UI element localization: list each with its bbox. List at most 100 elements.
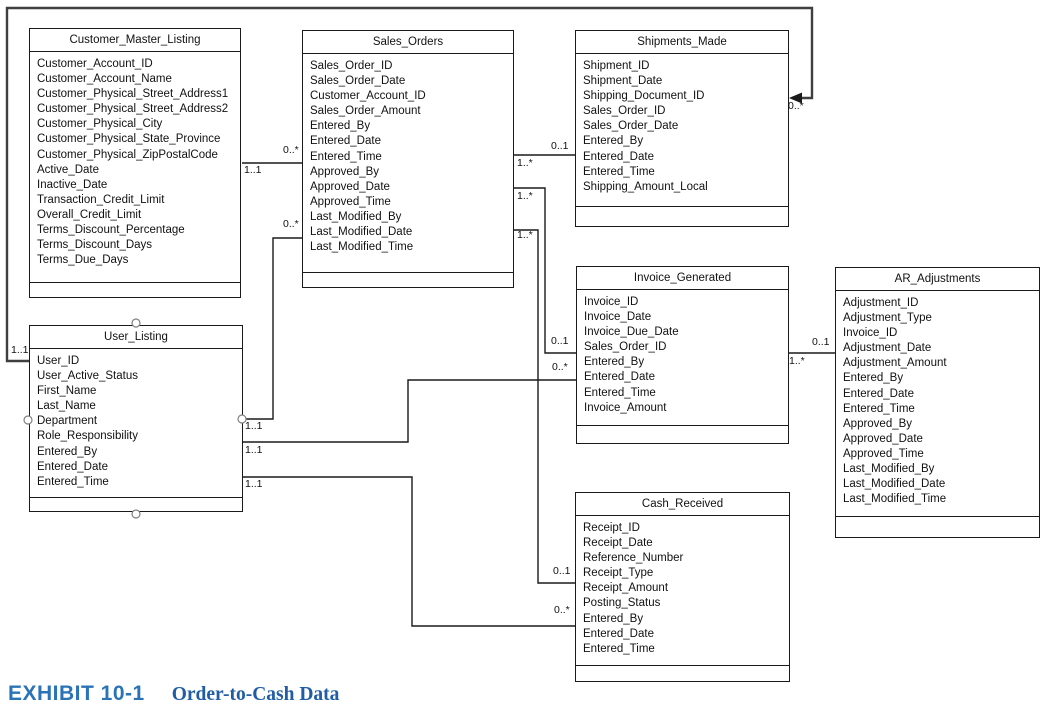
entity-field: Entered_By (310, 120, 371, 133)
entity-field: Approved_By (310, 165, 380, 178)
multiplicity-label: 1..* (517, 229, 533, 241)
entity-footer-compartment (836, 516, 1039, 537)
entity-field: Overall_Credit_Limit (37, 208, 142, 221)
entity-field: Entered_Date (843, 387, 914, 400)
entity-title: Shipments_Made (576, 31, 788, 54)
entity-field: Department (37, 415, 98, 428)
entity-field: Reference_Number (583, 552, 684, 565)
connector-user-to-invoice (243, 379, 576, 443)
entity-field: Last_Modified_Time (843, 493, 947, 506)
entity-field: Entered_By (584, 356, 645, 369)
entity-field: Shipping_Document_ID (583, 90, 705, 103)
entity-field: Invoice_Date (584, 311, 652, 324)
entity-footer-compartment (576, 665, 789, 681)
multiplicity-label: 0..1 (551, 335, 569, 347)
entity-title: Sales_Orders (303, 31, 513, 54)
entity-field: Customer_Physical_State_Province (37, 133, 221, 146)
entity-customer-master-listing[interactable]: Customer_Master_Listing Customer_Account… (29, 28, 241, 298)
entity-footer-compartment (30, 497, 242, 511)
entity-field: Approved_Time (310, 195, 391, 208)
multiplicity-label: 0..1 (551, 140, 569, 152)
entity-field: Last_Modified_By (310, 210, 402, 223)
multiplicity-label: 1..1 (245, 478, 263, 490)
multiplicity-label: 1..1 (244, 164, 262, 176)
entity-field: User_ID (37, 355, 80, 367)
entity-field: First_Name (37, 385, 97, 398)
entity-field: Approved_Time (843, 447, 924, 460)
entity-field: Entered_Time (843, 402, 915, 415)
entity-title: Cash_Received (576, 493, 789, 516)
entity-field: Customer_Physical_Street_Address2 (37, 103, 229, 116)
entity-field: Terms_Discount_Days (37, 239, 153, 252)
multiplicity-label: 1..1 (11, 344, 29, 356)
entity-field: Invoice_Due_Date (584, 326, 679, 339)
entity-field: Posting_Status (583, 597, 661, 610)
entity-field: Sales_Order_Amount (310, 105, 421, 118)
entity-field: Entered_Time (584, 386, 656, 399)
entity-field: Last_Modified_Date (310, 226, 413, 239)
entity-field: Last_Name (37, 400, 96, 413)
entity-field: Entered_By (843, 372, 904, 385)
connector-sales-orders-to-cash-received (514, 229, 575, 584)
entity-field: Adjustment_Amount (843, 357, 947, 370)
exhibit-number: EXHIBIT 10-1 (8, 682, 145, 705)
entity-field: Receipt_Amount (583, 582, 669, 595)
entity-field: Transaction_Credit_Limit (37, 193, 165, 206)
entity-field: Approved_Date (310, 180, 390, 193)
entity-field: Customer_Physical_City (37, 118, 163, 131)
multiplicity-label: 0..1 (553, 565, 571, 577)
entity-field: Entered_Date (584, 371, 655, 384)
entity-footer-compartment (577, 425, 788, 443)
entity-field: Customer_Account_ID (310, 90, 426, 103)
entity-field: Entered_Time (583, 642, 655, 655)
entity-field: Role_Responsibility (37, 430, 138, 443)
multiplicity-label: 1..* (789, 355, 805, 367)
entity-footer-compartment (303, 272, 513, 287)
entity-field: Sales_Order_ID (310, 60, 393, 72)
entity-field: Shipping_Amount_Local (583, 180, 708, 193)
multiplicity-label: 0..1 (812, 336, 830, 348)
entity-field: Terms_Due_Days (37, 254, 129, 267)
multiplicity-label: 0..* (283, 144, 299, 156)
exhibit-caption: EXHIBIT 10-1 Order-to-Cash Data (8, 682, 339, 706)
entity-field: Receipt_Date (583, 537, 653, 550)
entity-field: Shipment_ID (583, 60, 650, 72)
entity-field: Entered_By (583, 135, 644, 148)
multiplicity-label: 0..* (554, 604, 570, 616)
connector-user-to-cash-received (243, 476, 575, 627)
entity-field: Last_Modified_Time (310, 241, 414, 254)
entity-field: Sales_Order_Date (310, 75, 406, 88)
entity-field: Invoice_ID (584, 296, 639, 308)
entity-field: Entered_Time (37, 475, 109, 488)
multiplicity-label: 1..1 (245, 444, 263, 456)
connector-user-to-sales-orders (243, 237, 303, 420)
entity-field: Receipt_ID (583, 522, 640, 534)
multiplicity-label: 0..* (788, 100, 804, 112)
multiplicity-label: 0..* (283, 218, 299, 230)
connector-sales-orders-to-invoice (514, 187, 576, 354)
multiplicity-label: 1..1 (245, 420, 263, 432)
entity-field: Active_Date (37, 163, 100, 176)
entity-field: Entered_Date (310, 135, 381, 148)
entity-field: Entered_Date (583, 627, 654, 640)
entity-field: Customer_Account_Name (37, 73, 172, 86)
multiplicity-label: 0..* (552, 361, 568, 373)
multiplicity-label: 1..* (517, 157, 533, 169)
entity-field: Inactive_Date (37, 178, 108, 191)
entity-field: Sales_Order_ID (583, 105, 666, 118)
entity-field: Shipment_Date (583, 75, 663, 88)
entity-sales-orders[interactable]: Sales_Orders Sales_Order_ID Sales_Order_D… (302, 30, 514, 288)
entity-field: Last_Modified_Date (843, 478, 946, 491)
entity-field: Last_Modified_By (843, 463, 935, 476)
